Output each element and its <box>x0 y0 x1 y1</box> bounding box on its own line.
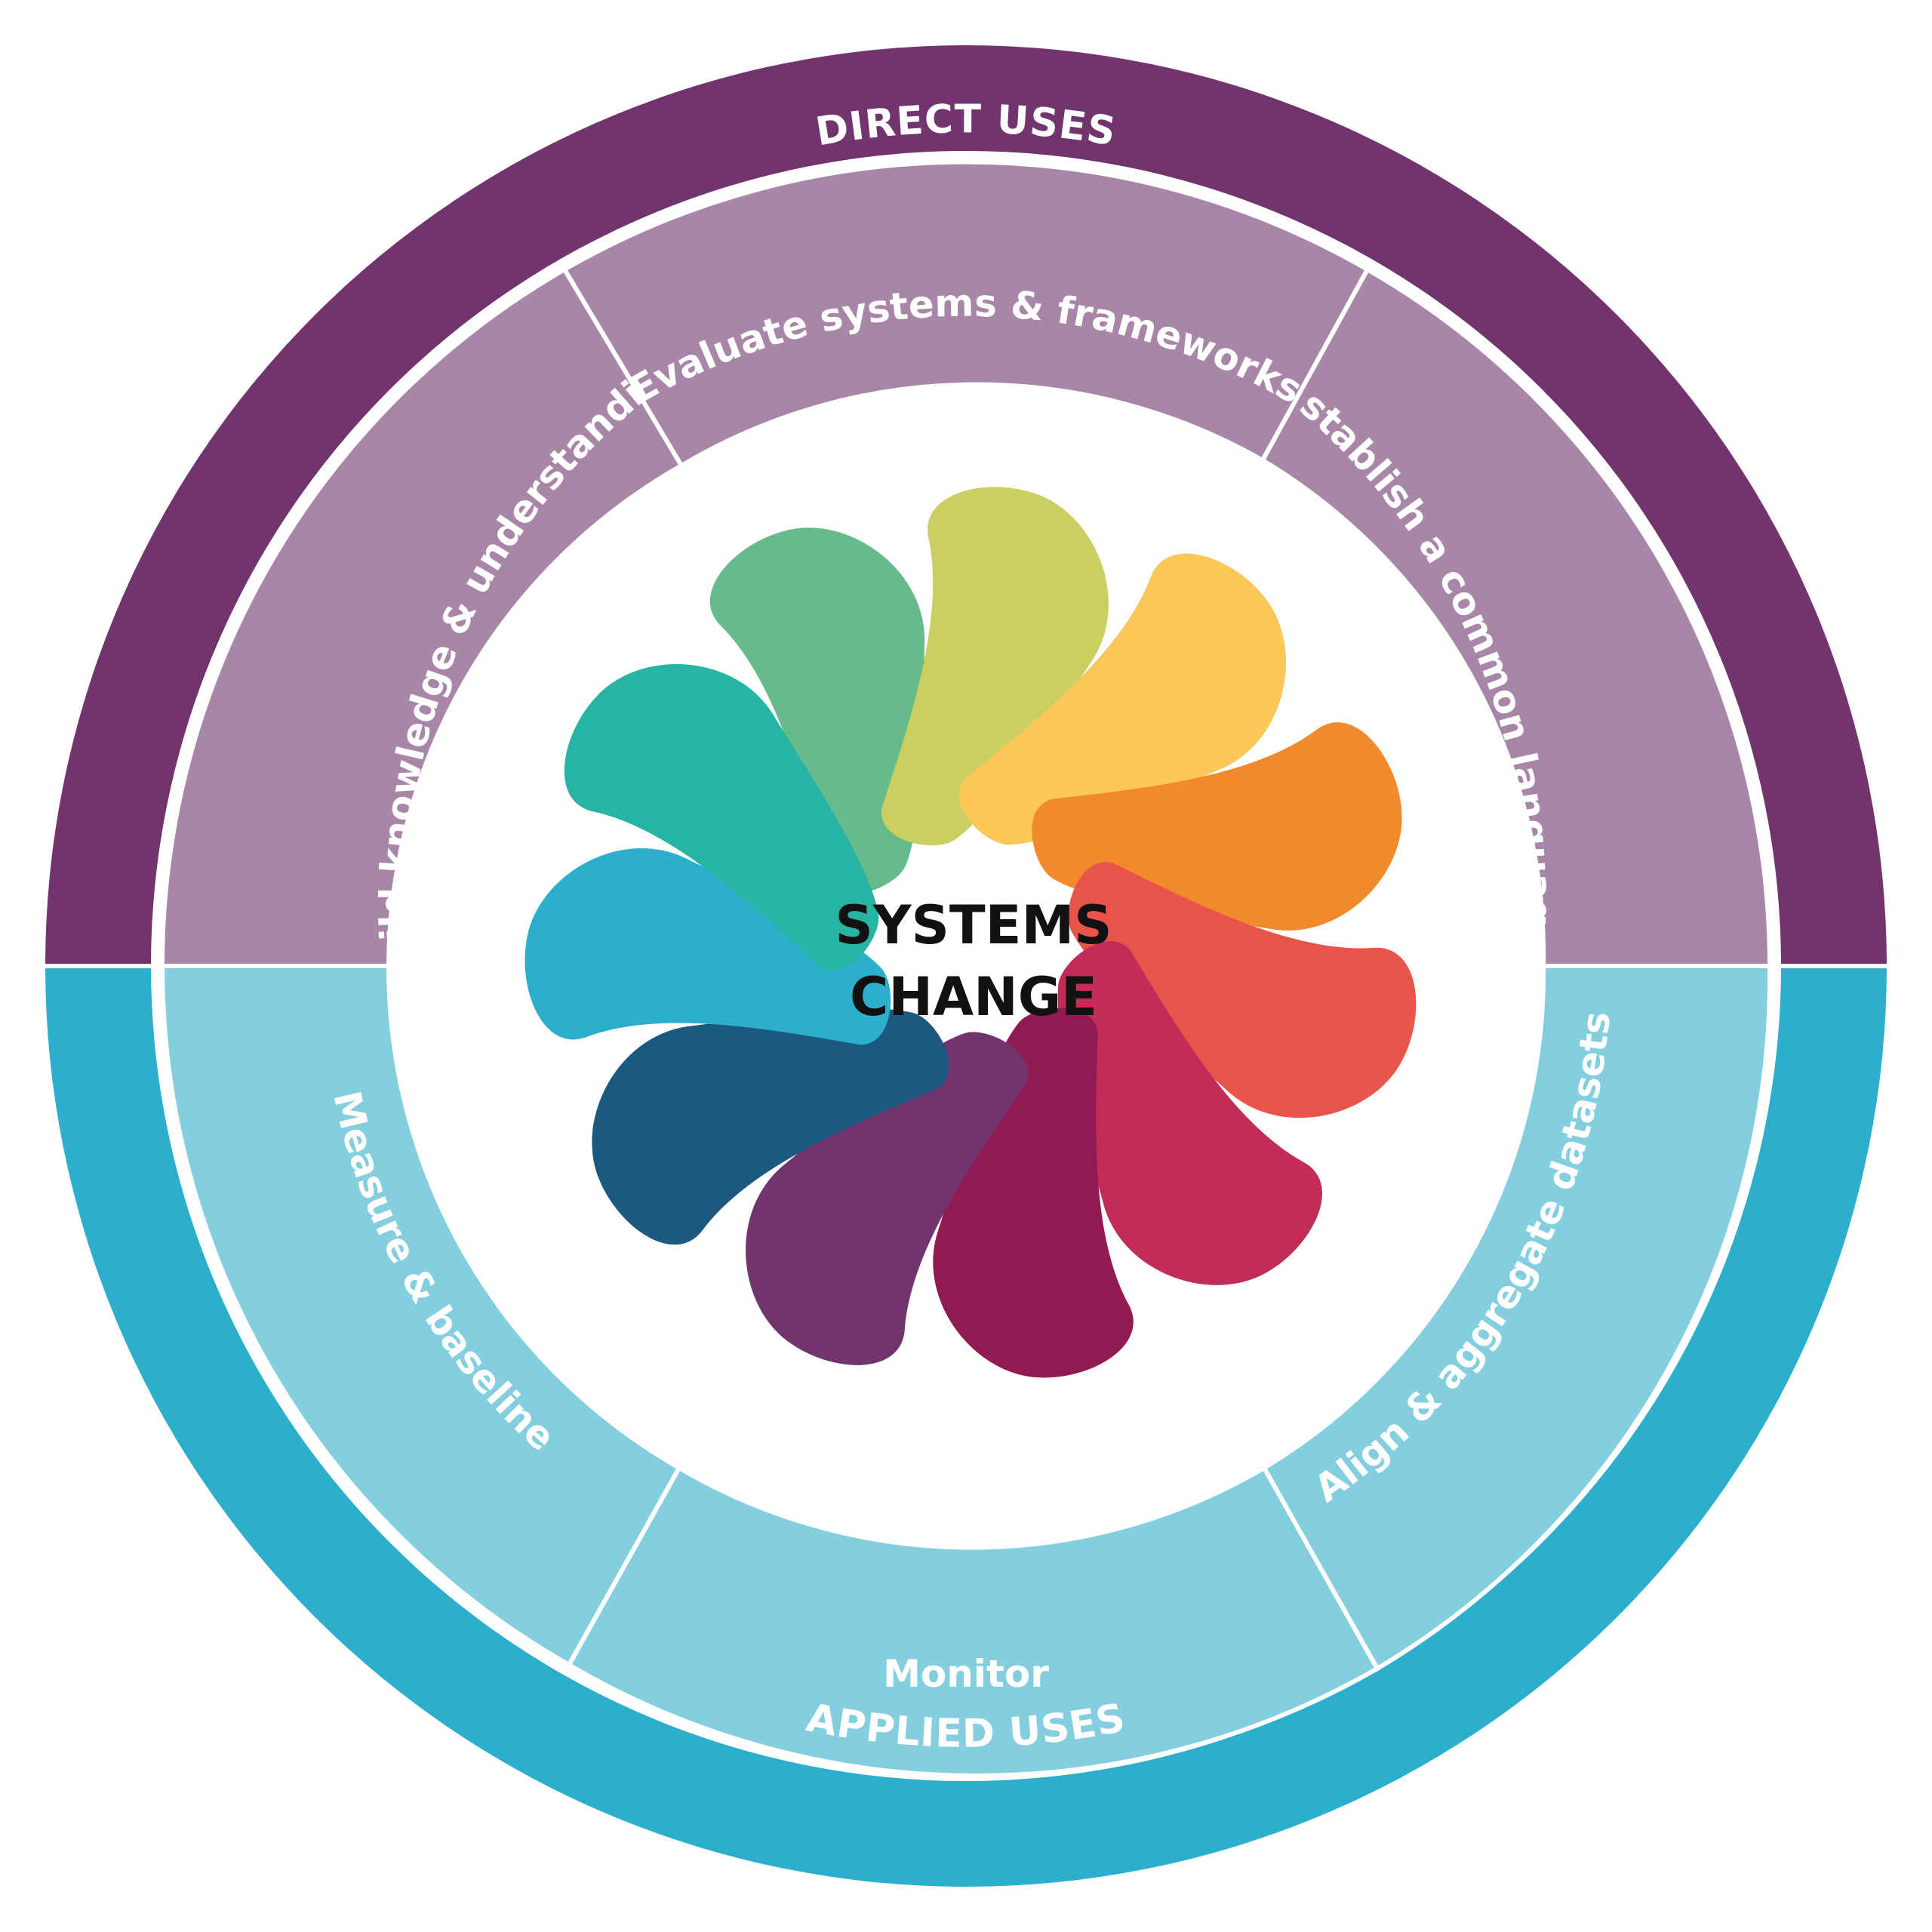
pinwheel-petal <box>564 664 879 971</box>
applied-uses-ring <box>45 966 1887 1887</box>
direct-uses-ring <box>45 45 1887 966</box>
segment-monitor-label: Monitor <box>883 1652 1049 1696</box>
segment-establish <box>1259 266 1773 968</box>
pinwheel-petal <box>592 1008 949 1245</box>
segment-measure <box>159 964 683 1669</box>
center-title-line2: CHANGE <box>850 966 1097 1028</box>
pinwheel <box>525 487 1417 1378</box>
pinwheel-petal <box>958 553 1286 845</box>
segment-monitor <box>565 1464 1381 1778</box>
segment-align <box>1260 964 1773 1672</box>
segment-evaluate <box>561 159 1371 469</box>
pinwheel-petal <box>746 1032 1029 1365</box>
pinwheel-petal <box>1068 862 1417 1118</box>
center-title-line1: SYSTEMS <box>835 894 1112 956</box>
pinwheel-petal <box>525 848 891 1045</box>
pinwheel-petal <box>1057 941 1323 1285</box>
pinwheel-petal <box>710 528 925 894</box>
segment-build <box>159 266 685 968</box>
pinwheel-petal <box>881 487 1109 846</box>
